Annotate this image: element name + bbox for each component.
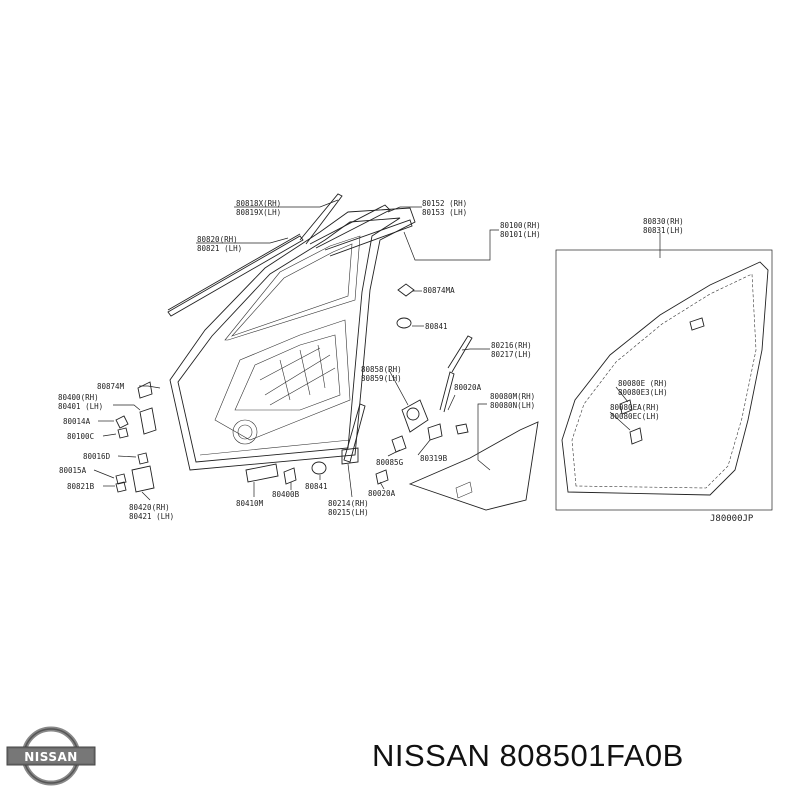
label-80421: 80421 (LH) bbox=[129, 512, 174, 521]
part-number-caption: NISSAN 808501FA0B bbox=[372, 738, 684, 773]
label-80014A: 80014A bbox=[63, 417, 91, 426]
label-80080EA: 80080EA(RH) bbox=[610, 403, 660, 412]
leader-lines bbox=[93, 199, 661, 501]
label-80217: 80217(LH) bbox=[491, 350, 532, 359]
label-80859: 80859(LH) bbox=[361, 374, 402, 383]
weatherstrip-box bbox=[555, 249, 773, 511]
label-80841-upper: 80841 bbox=[425, 322, 448, 331]
label-80400: 80400(RH) bbox=[58, 393, 99, 402]
label-80831: 80831(LH) bbox=[643, 226, 684, 235]
label-80821B: 80821B bbox=[67, 482, 95, 491]
label-80821: 80821 (LH) bbox=[197, 244, 242, 253]
label-80080E: 80080E (RH) bbox=[618, 379, 668, 388]
label-80020A-upper: 80020A bbox=[454, 383, 482, 392]
nissan-logo: NISSAN bbox=[6, 726, 96, 786]
label-80015A: 80015A bbox=[59, 466, 87, 475]
label-80020A-lower: 80020A bbox=[368, 489, 396, 498]
label-80858: 80858(RH) bbox=[361, 365, 402, 374]
label-80410M: 80410M bbox=[236, 499, 264, 508]
label-80319B: 80319B bbox=[420, 454, 448, 463]
logo-wordmark: NISSAN bbox=[24, 750, 78, 764]
door-assembly bbox=[167, 193, 416, 471]
label-80420: 80420(RH) bbox=[129, 503, 170, 512]
label-80830: 80830(RH) bbox=[643, 217, 684, 226]
label-80153: 80153 (LH) bbox=[422, 208, 467, 217]
label-80100C: 80100C bbox=[67, 432, 94, 441]
label-80101: 80101(LH) bbox=[500, 230, 541, 239]
label-80080EC: 80080EC(LH) bbox=[610, 412, 660, 421]
label-80819X: 80819X(LH) bbox=[236, 208, 281, 217]
label-80080N: 80080N(LH) bbox=[490, 401, 535, 410]
label-80841-lower: 80841 bbox=[305, 482, 328, 491]
label-80818X: 80818X(RH) bbox=[236, 199, 281, 208]
label-80080E3: 80080E3(LH) bbox=[618, 388, 668, 397]
label-80215: 80215(LH) bbox=[328, 508, 369, 517]
label-80080M: 80080M(RH) bbox=[490, 392, 535, 401]
label-80016D: 80016D bbox=[83, 452, 111, 461]
diagram-reference-code: J80000JP bbox=[710, 514, 754, 524]
part-labels: 80818X(RH) 80819X(LH) 80152 (RH) 80153 (… bbox=[58, 199, 754, 524]
label-80152: 80152 (RH) bbox=[422, 199, 467, 208]
label-80216: 80216(RH) bbox=[491, 341, 532, 350]
label-80874MA: 80874MA bbox=[423, 286, 455, 295]
label-80085G: 80085G bbox=[376, 458, 404, 467]
label-80874M: 80874M bbox=[97, 382, 125, 391]
label-80820: 80820(RH) bbox=[197, 235, 238, 244]
label-80400B: 80400B bbox=[272, 490, 300, 499]
label-80214: 80214(RH) bbox=[328, 499, 369, 508]
small-parts bbox=[115, 233, 539, 511]
label-80100: 80100(RH) bbox=[500, 221, 541, 230]
label-80401: 80401 (LH) bbox=[58, 402, 103, 411]
